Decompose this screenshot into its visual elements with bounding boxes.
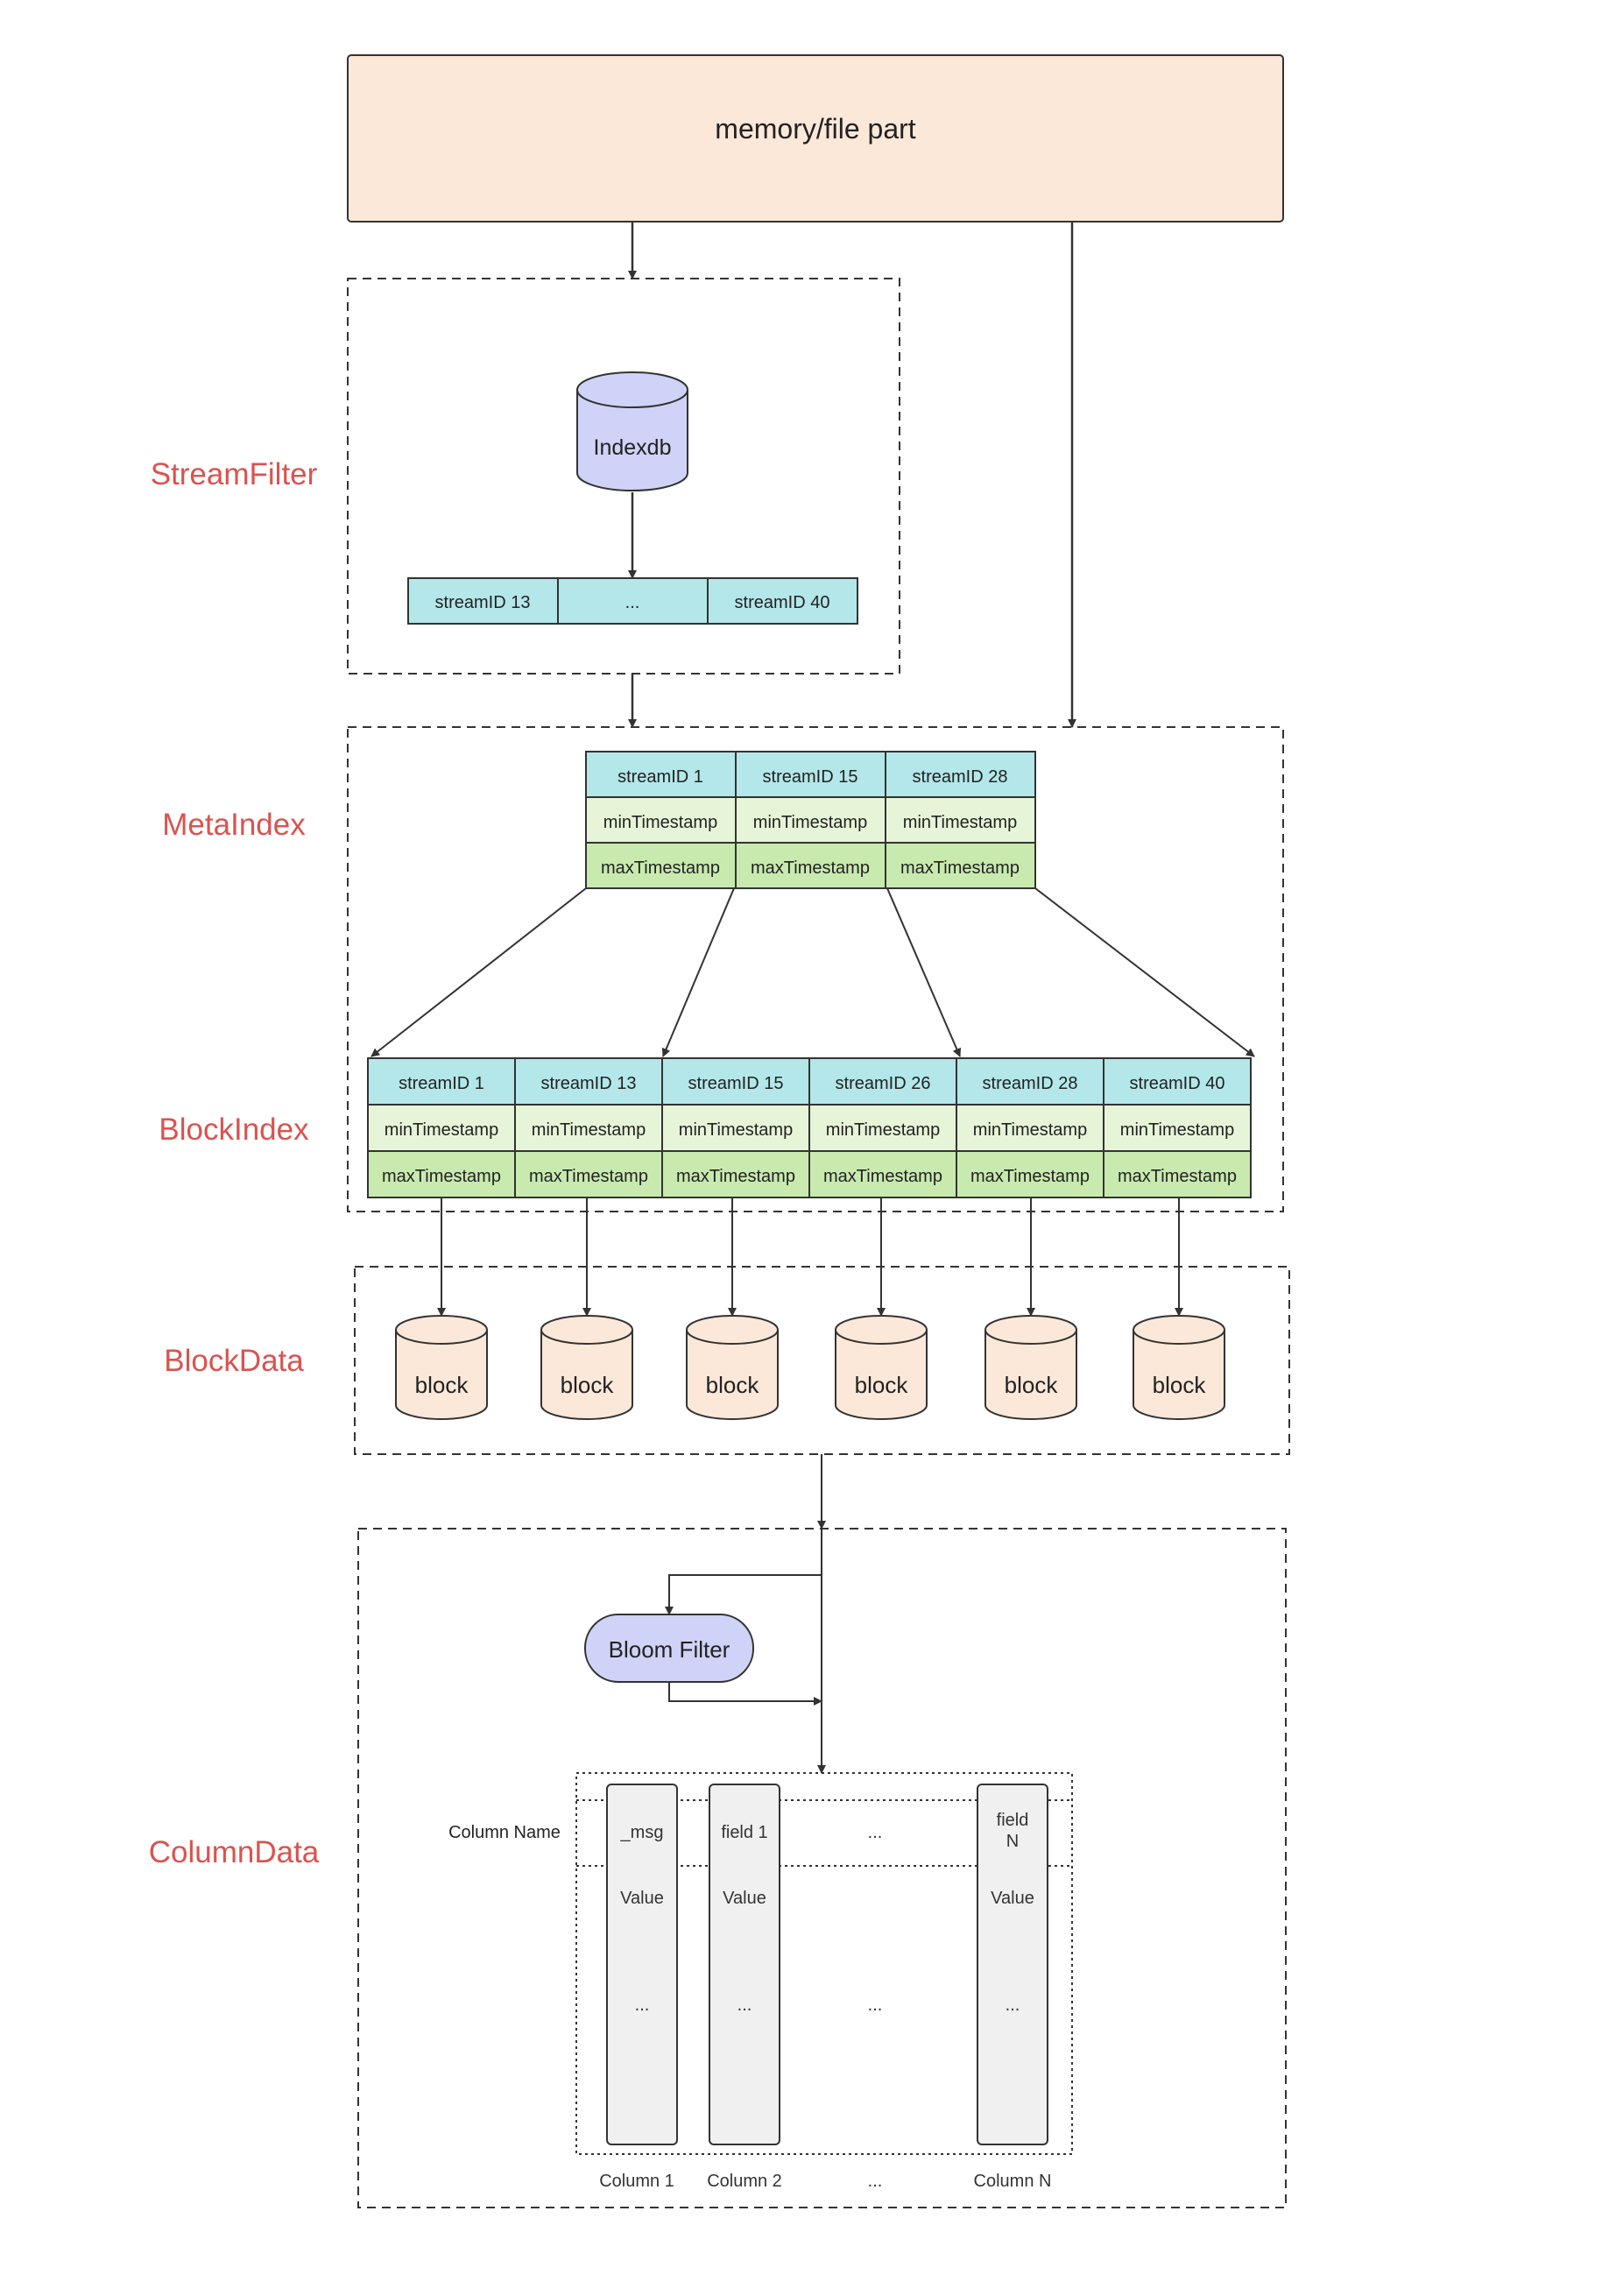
streamfilter-section — [347, 278, 900, 675]
blockdata-section — [354, 1266, 1290, 1455]
metaindex-streamid: streamID 1 — [617, 767, 703, 787]
column-header: field 1 — [721, 1823, 767, 1842]
blockindex-max: maxTimestamp — [970, 1167, 1090, 1186]
streamfilter-cell: streamID 13 — [435, 593, 531, 612]
blockindex-streamid: streamID 1 — [399, 1074, 484, 1093]
blockindex-min: minTimestamp — [532, 1120, 646, 1140]
column-footer: Column 2 — [707, 2172, 782, 2191]
section-label-columndata: ColumnData — [149, 1835, 320, 1869]
section-label-blockdata: BlockData — [164, 1344, 304, 1378]
streamfilter-cell: streamID 40 — [735, 593, 830, 612]
blockindex-min: minTimestamp — [1120, 1120, 1234, 1140]
blockindex-streamid: streamID 26 — [836, 1074, 931, 1093]
indexdb-database-icon — [576, 371, 688, 491]
block-cylinder-icon — [835, 1315, 928, 1420]
columns-region — [575, 1772, 1073, 2155]
block-cylinder-icon — [395, 1315, 488, 1420]
column-more: ... — [868, 1996, 883, 2015]
blockindex-max: maxTimestamp — [529, 1167, 648, 1186]
section-label-streamfilter: StreamFilter — [151, 457, 318, 491]
metaindex-min: minTimestamp — [603, 813, 717, 832]
blockindex-max: maxTimestamp — [676, 1167, 795, 1186]
memory-file-part-label: memory/file part — [715, 113, 916, 145]
block-cylinder-icon — [1133, 1315, 1225, 1420]
metaindex-table: streamID 1 streamID 15 streamID 28 minTi… — [585, 751, 1036, 889]
block-label: block — [855, 1372, 909, 1398]
memory-file-part-box — [347, 54, 1284, 223]
metaindex-max: maxTimestamp — [601, 858, 720, 878]
block-cylinder-icon — [984, 1315, 1077, 1420]
blockindex-streamid: streamID 13 — [541, 1074, 637, 1093]
column-bar — [606, 1784, 678, 2145]
blockindex-streamid: streamID 28 — [983, 1074, 1078, 1093]
section-label-metaindex: MetaIndex — [162, 808, 306, 842]
bloom-filter-box — [584, 1614, 754, 1683]
block-label: block — [706, 1372, 760, 1398]
column-bar — [709, 1784, 780, 2145]
metaindex-streamid: streamID 15 — [763, 767, 858, 787]
blockindex-table: streamID 1 streamID 13 streamID 15 strea… — [367, 1057, 1252, 1198]
column-value: Value — [620, 1889, 664, 1908]
block-label: block — [1005, 1372, 1059, 1398]
column-footer: ... — [868, 2172, 883, 2191]
block-cylinder-icon — [540, 1315, 633, 1420]
column-more: ... — [635, 1996, 650, 2015]
indexdb-label: Indexdb — [594, 435, 672, 460]
metaindex-max: maxTimestamp — [900, 858, 1020, 878]
block-cylinder-icon — [686, 1315, 779, 1420]
metaindex-max: maxTimestamp — [751, 858, 870, 878]
metaindex-streamid: streamID 28 — [913, 767, 1008, 787]
blockindex-streamid: streamID 15 — [688, 1074, 784, 1093]
column-name-label: Column Name — [448, 1823, 561, 1842]
streamfilter-streamid-row: streamID 13 ... streamID 40 — [407, 577, 858, 625]
arrow-metaindex-to-blockindex — [1034, 887, 1255, 1057]
block-label: block — [561, 1372, 615, 1398]
arrow-metaindex-to-blockindex — [886, 887, 962, 1057]
blockindex-max: maxTimestamp — [823, 1167, 942, 1186]
blockindex-max: maxTimestamp — [382, 1167, 501, 1186]
column-footer: Column N — [974, 2172, 1052, 2191]
column-more: ... — [1006, 1996, 1020, 2015]
blockindex-min: minTimestamp — [826, 1120, 940, 1140]
blockindex-min: minTimestamp — [973, 1120, 1087, 1140]
index-section — [347, 726, 1284, 1212]
column-footer: Column 1 — [599, 2172, 674, 2191]
column-more: ... — [737, 1996, 752, 2015]
block-label: block — [415, 1372, 469, 1398]
section-label-blockindex: BlockIndex — [159, 1113, 309, 1147]
metaindex-min: minTimestamp — [903, 813, 1017, 832]
streamfilter-cell: ... — [625, 593, 640, 612]
block-label: block — [1153, 1372, 1207, 1398]
column-header: ... — [868, 1823, 883, 1842]
flow-bloom-filter-out — [668, 1682, 822, 1706]
blockindex-streamid: streamID 40 — [1130, 1074, 1225, 1093]
blockindex-min: minTimestamp — [385, 1120, 498, 1140]
flow-to-bloom-filter — [665, 1529, 822, 1615]
arrow-metaindex-to-blockindex — [370, 887, 587, 1057]
column-value: Value — [723, 1889, 766, 1908]
bloom-filter-label: Bloom Filter — [609, 1636, 730, 1663]
column-header: _msg — [620, 1823, 664, 1842]
blockindex-min: minTimestamp — [679, 1120, 793, 1140]
column-bar — [977, 1784, 1048, 2145]
arrow-metaindex-to-blockindex — [661, 887, 735, 1057]
blockindex-max: maxTimestamp — [1118, 1167, 1237, 1186]
column-value: Value — [991, 1889, 1034, 1908]
metaindex-min: minTimestamp — [753, 813, 867, 832]
